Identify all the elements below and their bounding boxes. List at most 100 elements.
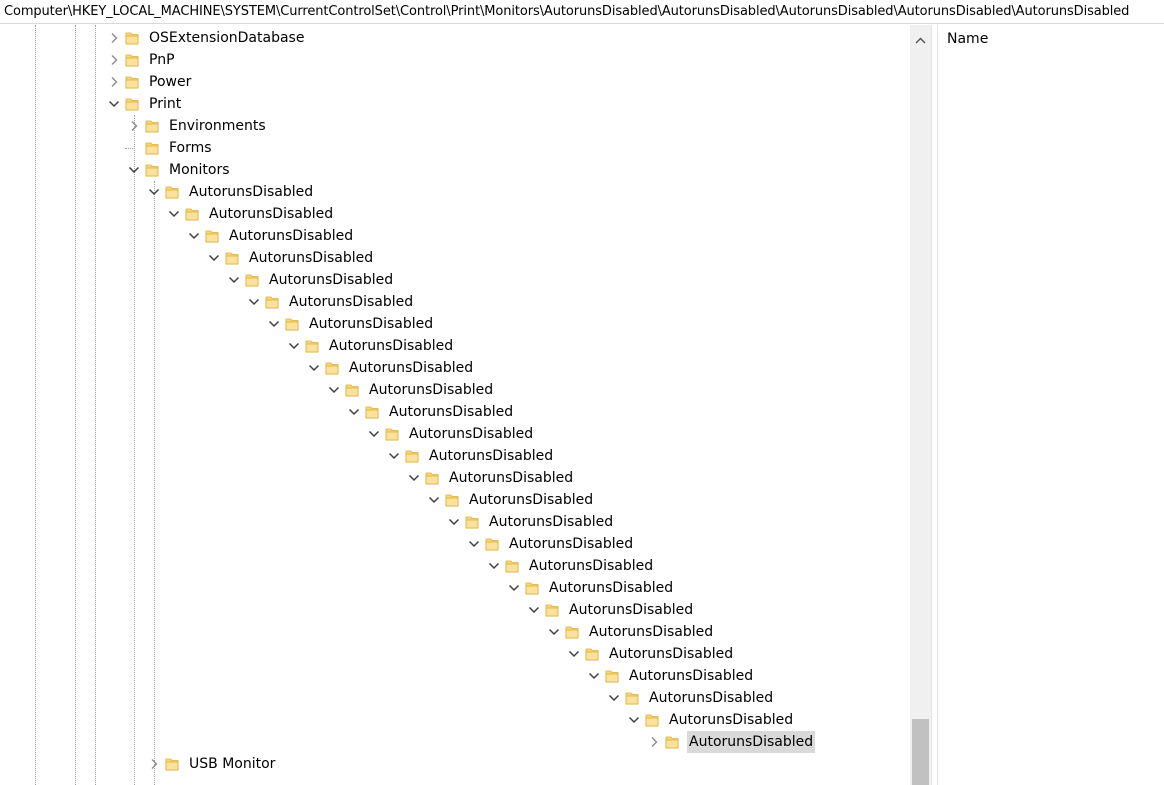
tree-item-label[interactable]: AutorunsDisabled bbox=[569, 602, 694, 618]
tree-item-label[interactable]: OSExtensionDatabase bbox=[149, 30, 305, 46]
chevron-down-icon[interactable] bbox=[487, 558, 501, 574]
chevron-down-icon[interactable] bbox=[207, 250, 221, 266]
chevron-right-icon[interactable] bbox=[107, 74, 121, 90]
chevron-down-icon[interactable] bbox=[527, 602, 541, 618]
values-pane[interactable]: Name bbox=[937, 25, 1164, 785]
chevron-down-icon[interactable] bbox=[267, 316, 281, 332]
tree-item-label[interactable]: AutorunsDisabled bbox=[269, 272, 394, 288]
tree-item-label[interactable]: AutorunsDisabled bbox=[589, 624, 714, 640]
tree-item-label[interactable]: AutorunsDisabled bbox=[389, 404, 514, 420]
tree-item-label[interactable]: AutorunsDisabled bbox=[329, 338, 454, 354]
tree-vertical-scrollbar[interactable] bbox=[910, 25, 931, 785]
tree-item[interactable]: AutorunsDisabled bbox=[0, 621, 910, 643]
tree-item-label[interactable]: AutorunsDisabled bbox=[449, 470, 574, 486]
tree-item[interactable]: Forms bbox=[0, 137, 910, 159]
tree-item[interactable]: AutorunsDisabled bbox=[0, 709, 910, 731]
tree-item[interactable]: AutorunsDisabled bbox=[0, 357, 910, 379]
tree-item-label[interactable]: AutorunsDisabled bbox=[229, 228, 354, 244]
tree-item-label[interactable]: AutorunsDisabled bbox=[609, 646, 734, 662]
chevron-down-icon[interactable] bbox=[307, 360, 321, 376]
chevron-down-icon[interactable] bbox=[327, 382, 341, 398]
tree-item-label[interactable]: Power bbox=[149, 74, 192, 90]
chevron-down-icon[interactable] bbox=[367, 426, 381, 442]
address-bar[interactable]: Computer\HKEY_LOCAL_MACHINE\SYSTEM\Curre… bbox=[0, 0, 1164, 24]
chevron-down-icon[interactable] bbox=[227, 272, 241, 288]
tree-item-label[interactable]: AutorunsDisabled bbox=[509, 536, 634, 552]
tree-item-label[interactable]: USB Monitor bbox=[189, 756, 276, 772]
chevron-down-icon[interactable] bbox=[347, 404, 361, 420]
chevron-down-icon[interactable] bbox=[467, 536, 481, 552]
tree-item[interactable]: Print bbox=[0, 93, 910, 115]
tree-item-label[interactable]: AutorunsDisabled bbox=[549, 580, 674, 596]
chevron-down-icon[interactable] bbox=[567, 646, 581, 662]
tree-item[interactable]: PnP bbox=[0, 49, 910, 71]
tree-item[interactable]: OSExtensionDatabase bbox=[0, 27, 910, 49]
tree-item[interactable]: AutorunsDisabled bbox=[0, 489, 910, 511]
chevron-down-icon[interactable] bbox=[147, 184, 161, 200]
address-path[interactable]: Computer\HKEY_LOCAL_MACHINE\SYSTEM\Curre… bbox=[4, 4, 1130, 19]
chevron-down-icon[interactable] bbox=[547, 624, 561, 640]
tree-item-label[interactable]: AutorunsDisabled bbox=[249, 250, 374, 266]
tree-item[interactable]: AutorunsDisabled bbox=[0, 247, 910, 269]
tree-item-label[interactable]: AutorunsDisabled bbox=[409, 426, 534, 442]
chevron-down-icon[interactable] bbox=[427, 492, 441, 508]
tree-item[interactable]: AutorunsDisabled bbox=[0, 181, 910, 203]
chevron-down-icon[interactable] bbox=[587, 668, 601, 684]
chevron-down-icon[interactable] bbox=[607, 690, 621, 706]
tree-item-label[interactable]: AutorunsDisabled bbox=[349, 360, 474, 376]
tree-item[interactable]: AutorunsDisabled bbox=[0, 203, 910, 225]
tree-item[interactable]: AutorunsDisabled bbox=[0, 467, 910, 489]
tree-item[interactable]: AutorunsDisabled bbox=[0, 335, 910, 357]
chevron-down-icon[interactable] bbox=[167, 206, 181, 222]
chevron-right-icon[interactable] bbox=[127, 118, 141, 134]
chevron-down-icon[interactable] bbox=[107, 96, 121, 112]
tree-item[interactable]: AutorunsDisabled bbox=[0, 225, 910, 247]
chevron-down-icon[interactable] bbox=[127, 162, 141, 178]
tree-item[interactable]: AutorunsDisabled bbox=[0, 665, 910, 687]
tree-item[interactable]: AutorunsDisabled bbox=[0, 269, 910, 291]
tree-item-label[interactable]: Environments bbox=[169, 118, 266, 134]
tree-item[interactable]: AutorunsDisabled bbox=[0, 555, 910, 577]
tree-item-label[interactable]: AutorunsDisabled bbox=[469, 492, 594, 508]
chevron-right-icon[interactable] bbox=[107, 52, 121, 68]
tree-item-label[interactable]: AutorunsDisabled bbox=[649, 690, 774, 706]
tree-item-label[interactable]: AutorunsDisabled bbox=[209, 206, 334, 222]
tree-item-label[interactable]: AutorunsDisabled bbox=[669, 712, 794, 728]
column-header-name[interactable]: Name bbox=[947, 31, 989, 47]
chevron-right-icon[interactable] bbox=[647, 734, 661, 750]
tree-item-label[interactable]: AutorunsDisabled bbox=[289, 294, 414, 310]
tree-item-label[interactable]: AutorunsDisabled bbox=[429, 448, 554, 464]
tree-item[interactable]: AutorunsDisabled bbox=[0, 379, 910, 401]
tree-item[interactable]: Environments bbox=[0, 115, 910, 137]
tree-item[interactable]: AutorunsDisabled bbox=[0, 291, 910, 313]
chevron-down-icon[interactable] bbox=[247, 294, 261, 310]
tree-item[interactable]: AutorunsDisabled bbox=[0, 511, 910, 533]
tree-item-label[interactable]: AutorunsDisabled bbox=[629, 668, 754, 684]
tree-item[interactable]: AutorunsDisabled bbox=[0, 423, 910, 445]
tree-item[interactable]: USB Monitor bbox=[0, 753, 910, 775]
tree-item[interactable]: AutorunsDisabled bbox=[0, 687, 910, 709]
tree-item-label[interactable]: Print bbox=[149, 96, 182, 112]
chevron-down-icon[interactable] bbox=[187, 228, 201, 244]
chevron-up-icon[interactable] bbox=[914, 31, 927, 44]
tree-item[interactable]: AutorunsDisabled bbox=[0, 731, 910, 753]
chevron-down-icon[interactable] bbox=[627, 712, 641, 728]
tree-item[interactable]: AutorunsDisabled bbox=[0, 533, 910, 555]
tree-item-label[interactable]: AutorunsDisabled bbox=[489, 514, 614, 530]
tree-item[interactable]: AutorunsDisabled bbox=[0, 401, 910, 423]
chevron-down-icon[interactable] bbox=[407, 470, 421, 486]
tree-item[interactable]: AutorunsDisabled bbox=[0, 599, 910, 621]
chevron-down-icon[interactable] bbox=[387, 448, 401, 464]
scrollbar-thumb[interactable] bbox=[912, 719, 929, 785]
tree-item[interactable]: Power bbox=[0, 71, 910, 93]
chevron-right-icon[interactable] bbox=[147, 756, 161, 772]
chevron-down-icon[interactable] bbox=[287, 338, 301, 354]
tree-item[interactable]: AutorunsDisabled bbox=[0, 313, 910, 335]
pane-splitter[interactable] bbox=[931, 25, 937, 785]
tree-item[interactable]: AutorunsDisabled bbox=[0, 643, 910, 665]
tree-item[interactable]: AutorunsDisabled bbox=[0, 577, 910, 599]
tree-item[interactable]: AutorunsDisabled bbox=[0, 445, 910, 467]
tree-item-label[interactable]: AutorunsDisabled bbox=[309, 316, 434, 332]
tree-item[interactable]: Monitors bbox=[0, 159, 910, 181]
